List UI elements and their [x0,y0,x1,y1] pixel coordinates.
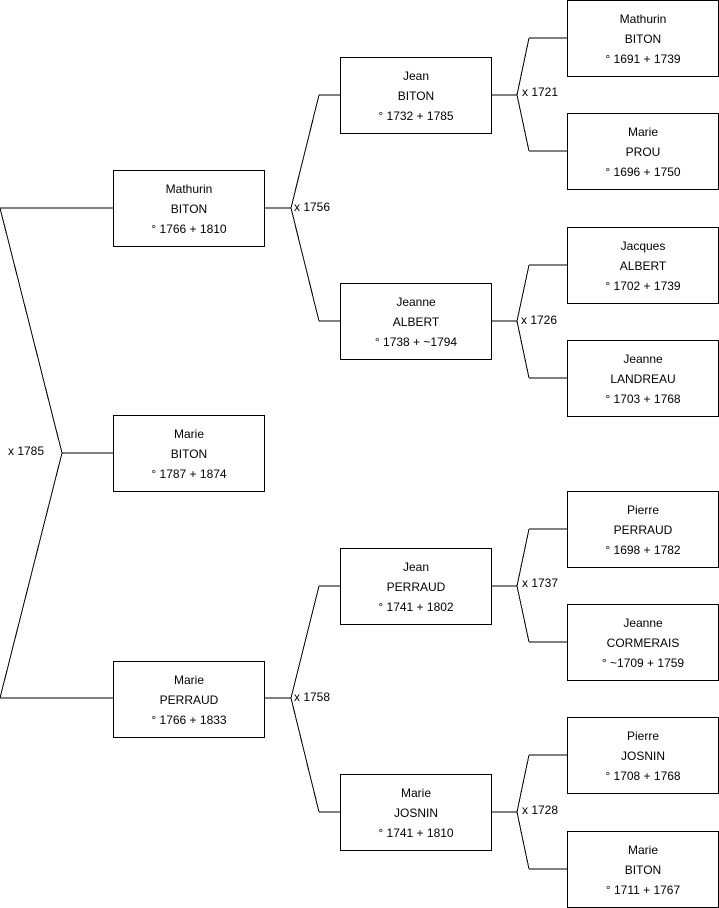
marriage-label: x 1737 [522,576,559,590]
person-dates: ° 1698 + 1782 [605,542,681,557]
person-last-name: BITON [397,88,435,103]
person-dates: ° 1711 + 1767 [605,882,681,897]
person-last-name: LANDREAU [610,371,676,386]
marriage-label: x 1785 [8,444,45,458]
marriage-label: x 1726 [521,313,558,327]
person-box[interactable]: Jeanne ALBERT ° 1738 + ~1794 [340,283,492,360]
person-box[interactable]: Marie BITON ° 1711 + 1767 [567,831,719,908]
connector-line [516,320,530,379]
person-first-name: Jacques [620,238,666,253]
connector-line [516,528,530,587]
connector-line [516,585,530,643]
person-box[interactable]: Pierre PERRAUD ° 1698 + 1782 [567,491,719,568]
person-box[interactable]: Jeanne LANDREAU ° 1703 + 1768 [567,340,719,417]
person-dates: ° 1708 + 1768 [605,768,681,783]
person-last-name: PERRAUD [386,579,446,594]
person-last-name: PERRAUD [159,692,219,707]
person-dates: ° 1702 + 1739 [605,278,681,293]
connector-line [0,207,63,454]
person-dates: ° 1691 + 1739 [605,51,681,66]
person-last-name: PROU [625,144,661,159]
person-first-name: Pierre [626,728,659,743]
person-first-name: Jeanne [623,351,663,366]
connector-line [516,811,530,870]
person-box[interactable]: Mathurin BITON ° 1766 + 1810 [113,170,265,247]
marriage-label: x 1728 [522,803,559,817]
person-box[interactable]: Jean BITON ° 1732 + 1785 [340,57,492,134]
connector-line [516,264,530,322]
person-box[interactable]: Marie JOSNIN ° 1741 + 1810 [340,774,492,851]
person-last-name: BITON [624,862,662,877]
connector-line [290,585,320,699]
person-dates: ° 1787 + 1874 [151,466,227,481]
person-first-name: Jean [402,68,430,83]
person-dates: ° 1696 + 1750 [605,164,681,179]
person-box[interactable]: Jeanne CORMERAIS ° ~1709 + 1759 [567,604,719,681]
person-box[interactable]: Marie PROU ° 1696 + 1750 [567,113,719,190]
connector-line [290,697,320,813]
person-box[interactable]: Marie PERRAUD ° 1766 + 1833 [113,661,265,738]
person-last-name: CORMERAIS [606,635,680,650]
person-first-name: Pierre [626,502,659,517]
connector-line [516,94,530,152]
connector-line [290,94,320,209]
person-box[interactable]: Jean PERRAUD ° 1741 + 1802 [340,548,492,625]
marriage-label: x 1758 [294,690,331,704]
person-last-name: BITON [624,31,662,46]
connector-line [516,37,530,96]
person-last-name: ALBERT [619,258,667,273]
person-first-name: Marie [173,672,204,687]
person-dates: ° 1703 + 1768 [605,391,681,406]
person-first-name: Jeanne [623,615,663,630]
person-last-name: PERRAUD [613,522,673,537]
person-first-name: Marie [173,426,204,441]
person-first-name: Marie [627,842,658,857]
person-box[interactable]: Marie BITON ° 1787 + 1874 [113,415,265,492]
person-dates: ° 1766 + 1833 [151,712,227,727]
person-first-name: Mathurin [619,11,667,26]
person-last-name: ALBERT [392,314,440,329]
person-dates: ° 1741 + 1810 [378,825,454,840]
connector-line [0,452,63,699]
person-last-name: JOSNIN [620,748,665,763]
person-last-name: BITON [170,201,208,216]
person-dates: ° 1766 + 1810 [151,221,227,236]
connector-line [290,207,320,322]
person-dates: ° 1732 + 1785 [378,108,454,123]
person-box[interactable]: Jacques ALBERT ° 1702 + 1739 [567,227,719,304]
person-first-name: Marie [400,785,431,800]
person-box[interactable]: Pierre JOSNIN ° 1708 + 1768 [567,717,719,794]
person-first-name: Marie [627,124,658,139]
person-last-name: JOSNIN [393,805,438,820]
person-dates: ° ~1709 + 1759 [601,655,685,670]
person-first-name: Jean [402,559,430,574]
person-dates: ° 1741 + 1802 [378,599,454,614]
person-first-name: Jeanne [396,294,436,309]
marriage-label: x 1721 [522,85,559,99]
person-first-name: Mathurin [165,181,213,196]
person-dates: ° 1738 + ~1794 [374,334,458,349]
person-last-name: BITON [170,446,208,461]
person-box[interactable]: Mathurin BITON ° 1691 + 1739 [567,0,719,77]
connector-line [516,754,530,813]
marriage-label: x 1756 [294,200,331,214]
